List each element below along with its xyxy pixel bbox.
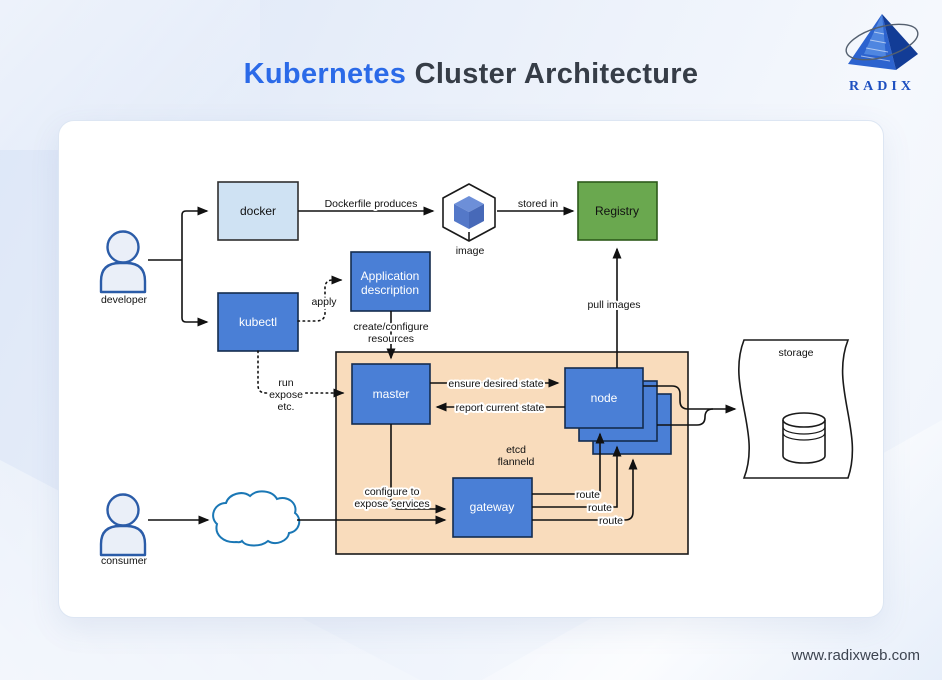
run-expose-line3: etc. [278, 401, 295, 413]
gateway-box-label: gateway [470, 500, 515, 514]
page-title-rest: Cluster Architecture [406, 58, 699, 90]
route-arrows [532, 432, 638, 521]
dockerfile-produces-label: Dockerfile produces [325, 198, 418, 210]
application-description-box [350, 251, 431, 312]
database-cylinder-icon [782, 412, 826, 464]
configure-expose-line2: expose services [354, 498, 429, 510]
etcd-label: etcd [506, 444, 526, 456]
route-label-3: route [599, 515, 623, 527]
kubectl-box [217, 292, 299, 352]
apply-arrow [297, 275, 343, 322]
apply-label: apply [311, 296, 337, 308]
configure-expose-arrow [390, 424, 447, 514]
route-label-1: route [576, 489, 600, 501]
stored-in-label: stored in [518, 198, 558, 210]
application-description-line1: Application [361, 269, 420, 283]
radix-logo: RADIX [834, 10, 930, 95]
node-box-label: node [591, 391, 618, 405]
image-label: image [456, 245, 485, 257]
create-configure-line1: create/configure [353, 321, 428, 333]
node-to-storage-connectors [643, 385, 737, 426]
flanneld-label: flanneld [498, 456, 535, 468]
registry-box [577, 181, 658, 241]
consumer-icon [99, 493, 147, 557]
gateway-box [452, 477, 533, 538]
registry-box-label: Registry [595, 204, 639, 218]
route-label-2: route [588, 502, 612, 514]
run-expose-arrow [257, 350, 345, 398]
run-expose-line2: expose [269, 389, 303, 401]
docker-box-label: docker [240, 204, 276, 218]
create-configure-line2: resources [368, 333, 414, 345]
developer-label: developer [101, 294, 148, 306]
consumer-label: consumer [101, 555, 148, 567]
website-url: www.radixweb.com [791, 647, 920, 664]
ensure-desired-state-label: ensure desired state [448, 378, 543, 390]
radix-pyramid-icon [845, 14, 919, 70]
image-cube-icon [442, 183, 496, 242]
page-title-accent: Kubernetes [243, 58, 407, 90]
storage-label: storage [778, 347, 813, 359]
master-box-label: master [373, 387, 410, 401]
kubectl-box-label: kubectl [239, 315, 277, 329]
developer-icon [99, 230, 147, 294]
internet-cloud-icon [212, 490, 301, 547]
page-title: Kubernetes Cluster Architecture [0, 58, 942, 91]
developer-connectors [148, 206, 209, 327]
configure-expose-line1: configure to [365, 486, 420, 498]
application-description-line2: description [361, 283, 419, 297]
pull-images-label: pull images [587, 299, 640, 311]
run-expose-line1: run [278, 377, 293, 389]
report-current-state-label: report current state [456, 402, 545, 414]
radix-logo-text: RADIX [849, 79, 915, 94]
node-box-front [564, 367, 644, 429]
